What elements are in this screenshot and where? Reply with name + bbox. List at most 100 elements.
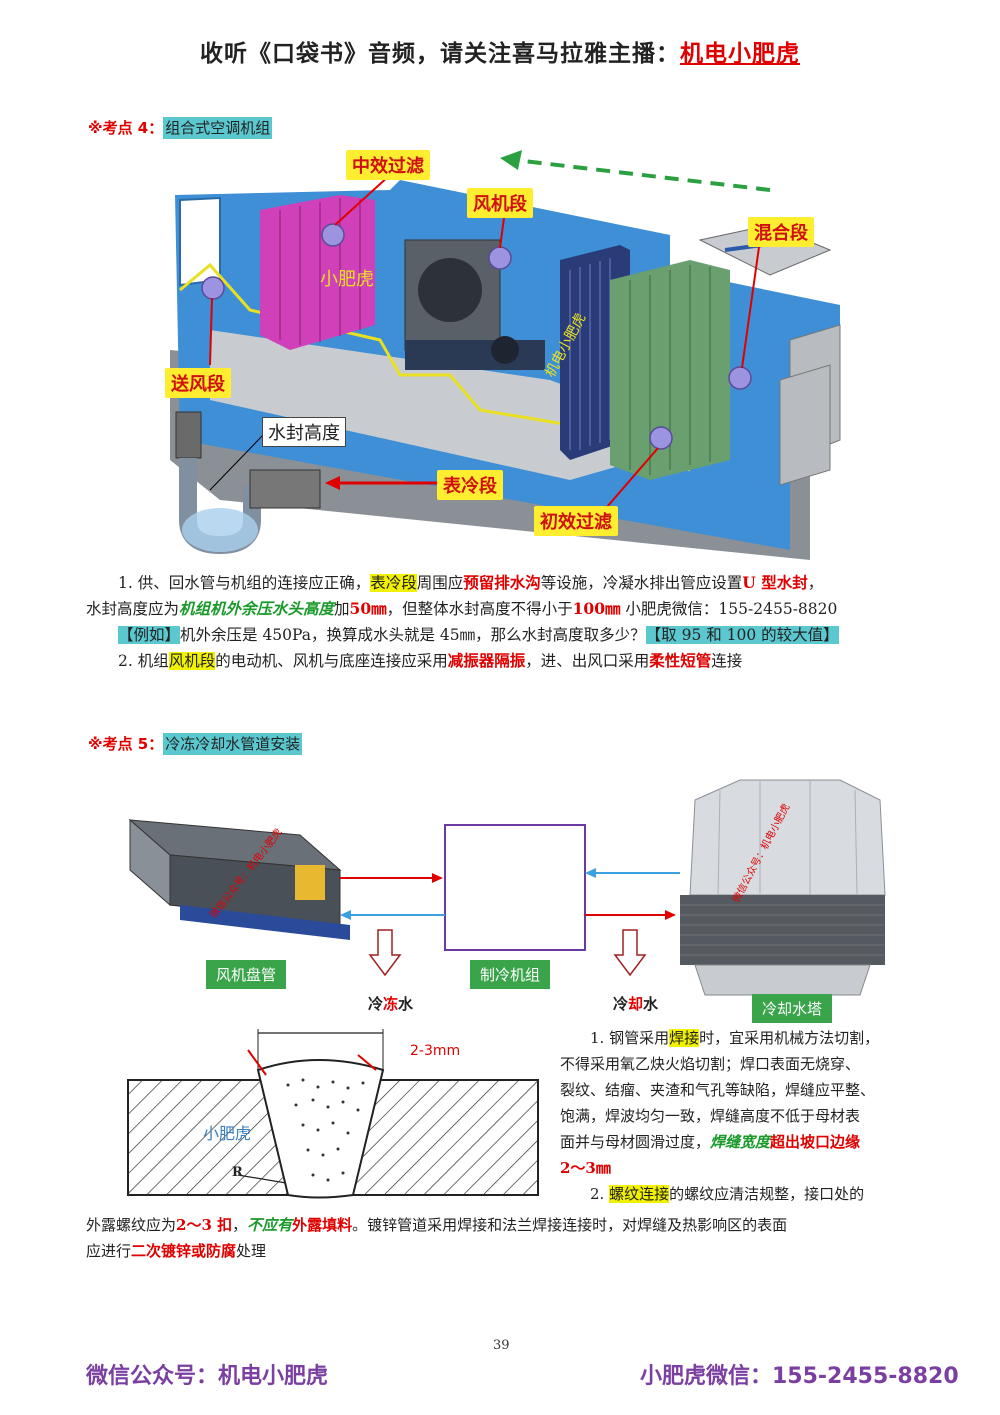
p4-e: 2～3 扣 <box>176 1216 233 1234</box>
p1-example-tag: 【例如】 <box>118 626 181 644</box>
p4-d: 外露螺纹应为 <box>86 1216 177 1234</box>
chiller-box <box>444 824 586 951</box>
fan-base <box>405 340 545 370</box>
p1-g: ， <box>807 574 824 592</box>
kp5-para-2: 外露螺纹应为2～3 扣，不应有外露填料。镀锌管道采用焊接和法兰焊接连接时，对焊缝… <box>86 1212 926 1264</box>
p1-f: U 型水封 <box>742 573 808 592</box>
trap-water <box>182 508 258 552</box>
label-chilled-water: 冷冻水 <box>368 993 413 1014</box>
fan-wheel <box>418 258 482 322</box>
p1-a: 1. 供、回水管与机组的连接应正确， <box>118 574 371 592</box>
watermark-weld: 小肥虎 <box>203 1124 252 1143</box>
p3-i: 超出坡口边缘 <box>770 1133 861 1151</box>
label-cooling-tower: 冷却水塔 <box>752 994 833 1023</box>
p4-f: ， <box>232 1216 248 1234</box>
seal-leader <box>209 432 266 491</box>
tower-mesh <box>680 904 885 956</box>
label-mid-filter: 中效过滤 <box>346 150 430 180</box>
airflow-arrowhead <box>500 150 522 170</box>
kp4-para-1: 1. 供、回水管与机组的连接应正确，表冷段周围应预留排水沟等设施，冷凝水排出管应… <box>86 570 926 674</box>
label-weld-size: 2-3mm <box>410 1043 461 1059</box>
mid-filter-block <box>260 195 375 350</box>
p4-h: 外露填料 <box>292 1216 353 1234</box>
p4-j: 应进行 <box>86 1242 132 1260</box>
size-leader <box>357 1054 377 1071</box>
watermark-ahu: 小肥虎 <box>320 269 374 290</box>
tower-basin <box>694 964 871 996</box>
fcu-end <box>129 818 171 907</box>
p3-d: 不得采用氧乙炔火焰切割；焊口表面无烧穿、 <box>560 1055 861 1073</box>
flow-down-arrows <box>368 929 647 977</box>
p3-e: 裂纹、结瘤、夹渣和气孔等缺陷，焊缝应平整、 <box>560 1081 876 1099</box>
cooling-c: 水 <box>643 995 659 1013</box>
ahu-diagram <box>170 150 841 560</box>
p1-j: 加 <box>334 600 350 618</box>
label-mix-section: 混合段 <box>748 217 814 247</box>
p2-d: 减振器隔振 <box>447 651 526 670</box>
p2-e: ，进、出风口采用 <box>525 652 650 670</box>
arrowhead-3 <box>585 868 596 878</box>
arrowhead-1 <box>432 873 443 883</box>
tower-fill-section <box>680 895 885 965</box>
p4-g: 不应有 <box>247 1216 293 1234</box>
label-supply-section: 送风段 <box>165 368 231 398</box>
p1-n: 小肥虎微信：155-2455-8820 <box>620 600 838 618</box>
p4-a: 2. <box>590 1185 610 1203</box>
p4-l: 处理 <box>236 1242 267 1260</box>
p4-b: 螺纹连接 <box>609 1185 670 1203</box>
trap-outlet <box>249 469 321 509</box>
cooling-a: 冷 <box>613 995 629 1013</box>
p1-b: 表冷段 <box>370 574 417 592</box>
size-leader-2 <box>247 1049 267 1076</box>
p2-a: 2. 机组 <box>118 652 169 670</box>
footer-right: 小肥虎微信：155-2455-8820 <box>640 1364 959 1389</box>
p4-c: 的螺纹应清洁规整，接口处的 <box>669 1185 865 1203</box>
leader-lines <box>209 174 761 516</box>
p3-a: 1. 钢管采用 <box>590 1029 670 1047</box>
chilled-a: 冷 <box>368 995 384 1013</box>
motor <box>491 336 519 364</box>
chilled-b: 冻 <box>383 995 399 1013</box>
drain-arrowhead <box>325 476 340 490</box>
p1-e: 等设施，冷凝水排出管应设置 <box>540 574 743 592</box>
label-fan-section: 风机段 <box>467 188 533 218</box>
p4-i: 。镀锌管道采用焊接和法兰焊接连接时，对焊缝及热影响区的表面 <box>352 1216 788 1234</box>
header-prefix: 收听《口袋书》音频，请关注喜马拉雅主播： <box>200 41 680 67</box>
label-chiller: 制冷机组 <box>470 960 551 989</box>
p4-k: 二次镀锌或防腐 <box>131 1242 237 1260</box>
label-weld-radius: R <box>232 1165 243 1180</box>
p3-f: 饱满，焊波均匀一致，焊缝高度不低于母材表 <box>560 1107 861 1125</box>
footer-left: 微信公众号：机电小肥虎 <box>86 1364 329 1389</box>
page-number: 39 <box>493 1338 510 1353</box>
p2-c: 的电动机、风机与底座连接应采用 <box>215 652 448 670</box>
p3-j: 2～3㎜ <box>560 1159 611 1177</box>
chilled-c: 水 <box>398 995 414 1013</box>
airflow-arrow <box>514 158 771 192</box>
p1-example-answer: 【取 95 和 100 的较大值】 <box>645 626 839 644</box>
p1-c: 周围应 <box>416 574 464 592</box>
fcu-tray <box>180 905 350 940</box>
component-markers <box>201 223 752 450</box>
water-system-diagram <box>128 779 886 996</box>
kp5-para-1: 1. 钢管采用焊接时，宜采用机械方法切割， 不得采用氧乙炔火焰切割；焊口表面无烧… <box>560 1025 925 1207</box>
p2-g: 连接 <box>711 652 743 670</box>
p1-l: ，但整体水封高度不得小于 <box>386 600 573 618</box>
label-primary-filter: 初效过滤 <box>534 506 618 536</box>
kp5-title: 冷冻冷却水管道安装 <box>163 733 303 755</box>
weld-diagram <box>127 1029 539 1199</box>
p3-g: 面并与母材圆滑过度， <box>560 1133 711 1151</box>
arrowhead-2 <box>340 910 351 920</box>
p3-c: 时，宜采用机械方法切割， <box>699 1029 880 1047</box>
p1-example-text: 机外余压是 450Pa，换算成水头就是 45㎜，那么水封高度取多少？ <box>180 626 646 644</box>
p1-i: 机组机外余压水头高度 <box>179 599 335 618</box>
trap-pipe-top <box>175 411 202 459</box>
p3-b: 焊接 <box>669 1029 700 1047</box>
header-host: 机电小肥虎 <box>680 41 800 67</box>
kp4-prefix: ※考点 4： <box>88 119 164 137</box>
p1-d: 预留排水沟 <box>463 573 541 592</box>
weld-grain <box>286 1078 365 1182</box>
intake-louvers <box>779 324 841 486</box>
kp5-prefix: ※考点 5： <box>88 735 164 753</box>
p3-h: 焊缝宽度 <box>710 1133 771 1151</box>
p1-m: 100㎜ <box>572 599 621 618</box>
